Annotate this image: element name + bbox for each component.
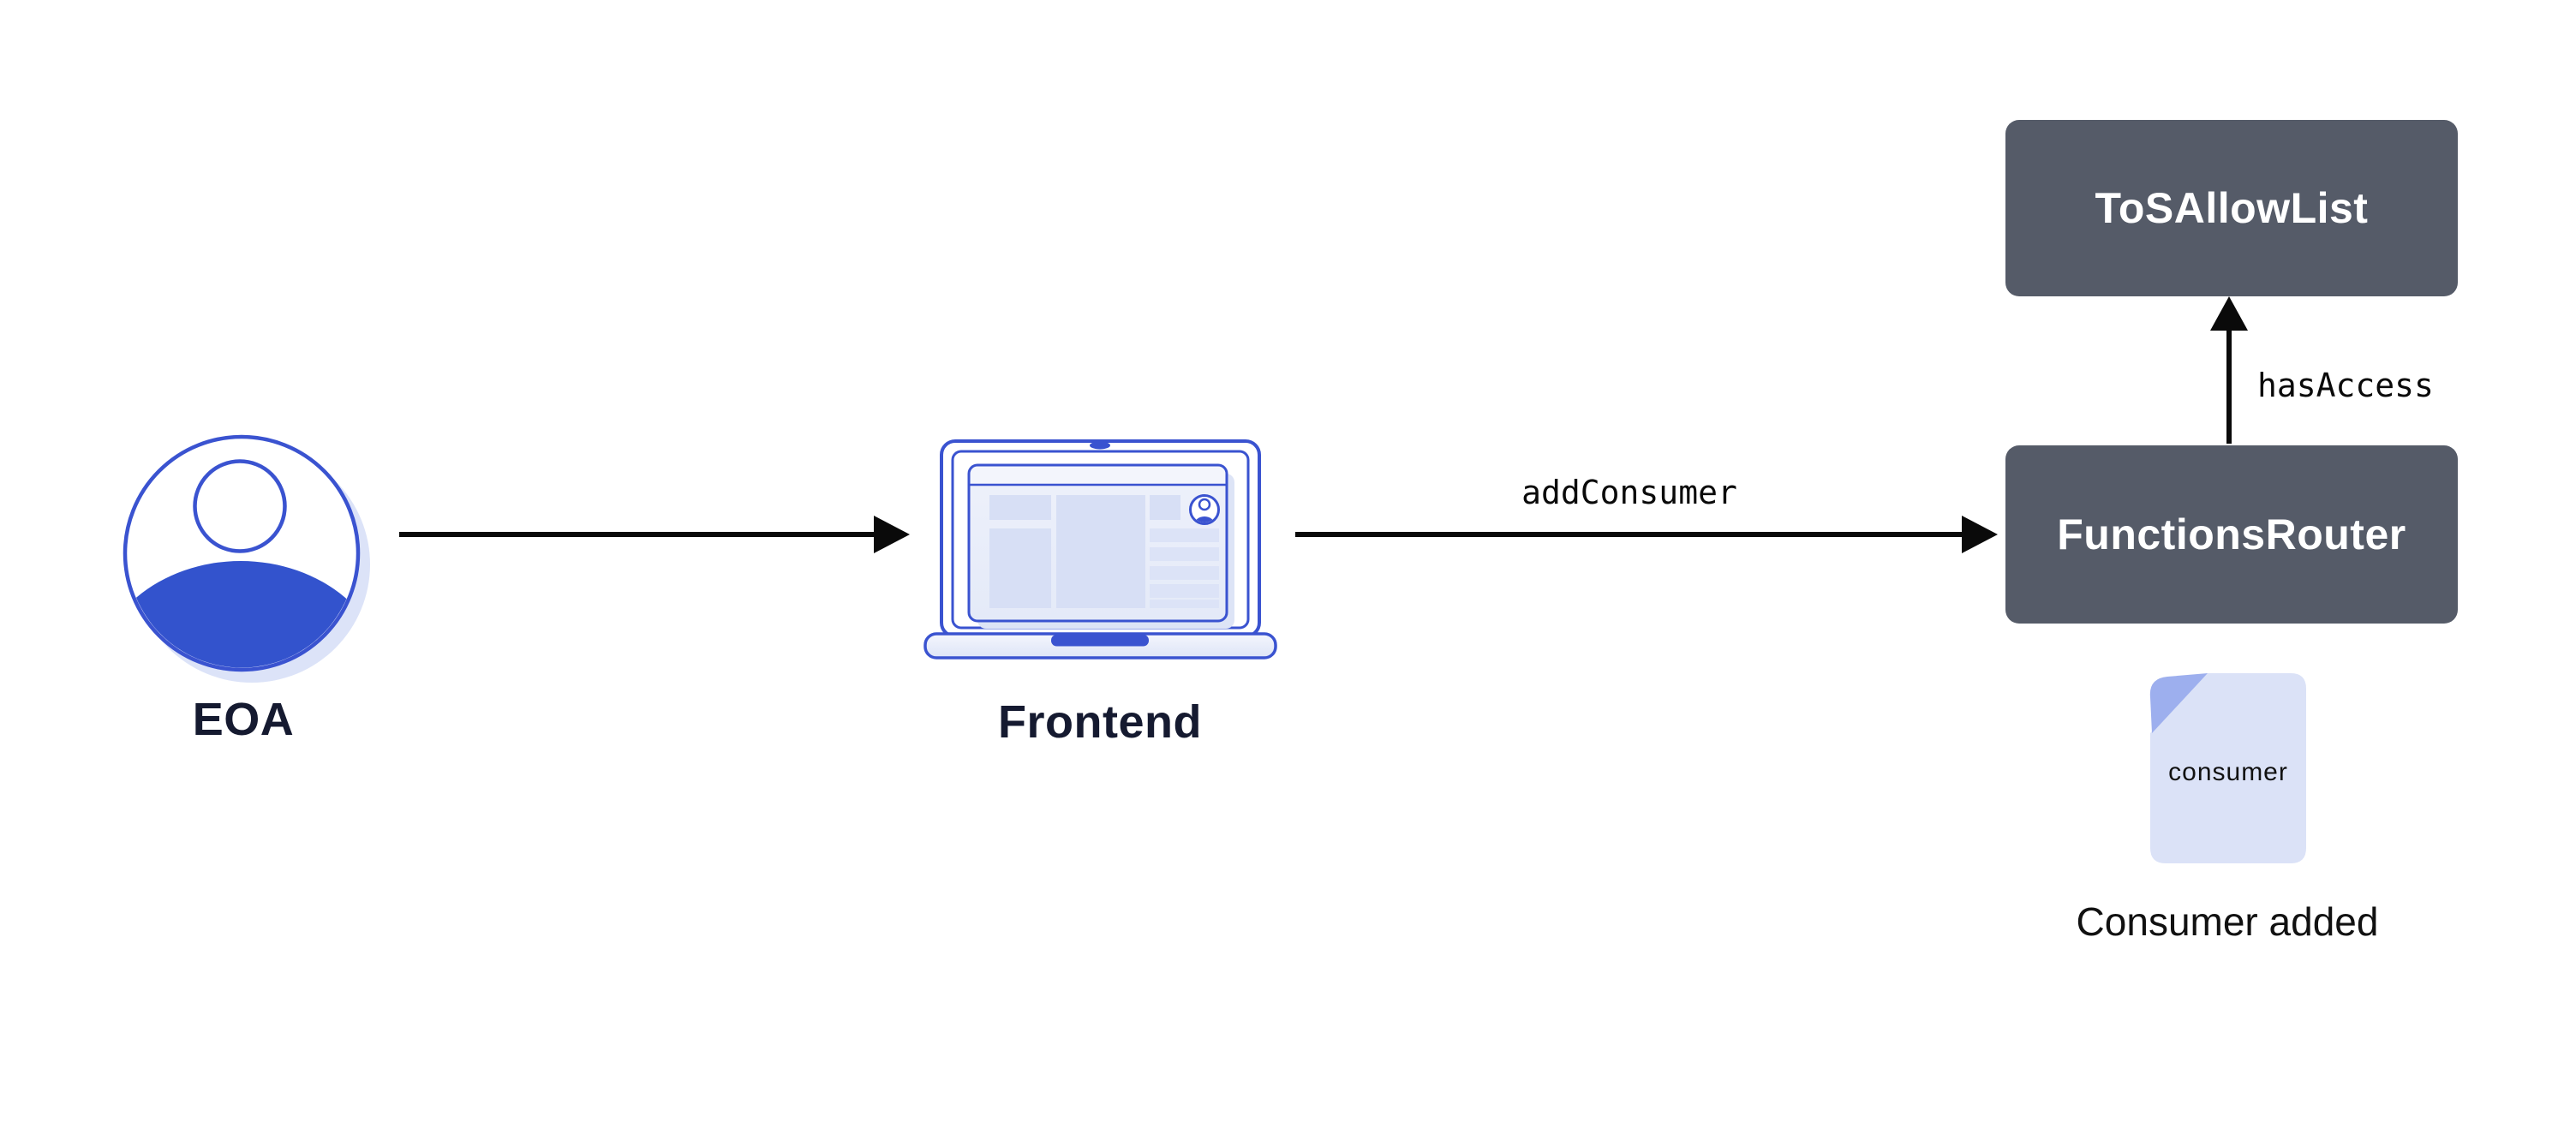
arrow-router-to-allowlist: [2210, 296, 2248, 444]
tos-allowlist-label: ToSAllowList: [2095, 184, 2369, 232]
eoa-label: EOA: [192, 694, 295, 745]
content-block: [1150, 495, 1180, 520]
avatar-body: [127, 561, 356, 668]
content-line: [1150, 566, 1219, 580]
document-icon: [2149, 673, 2306, 863]
content-line: [1150, 600, 1219, 608]
browser-border: [967, 463, 1228, 623]
frontend-label: Frontend: [998, 696, 1202, 748]
tos-allowlist-box: ToSAllowList: [2005, 120, 2458, 296]
addconsumer-edge-label: addConsumer: [1521, 474, 1737, 511]
hasaccess-edge-label: hasAccess: [2257, 367, 2434, 404]
content-line: [1150, 528, 1219, 542]
consumer-added-caption: Consumer added: [2076, 899, 2379, 944]
content-block: [1056, 495, 1145, 608]
content-block: [989, 528, 1051, 608]
consumer-file-label: consumer: [2168, 758, 2288, 786]
arrowhead-right-icon: [874, 516, 910, 553]
content-line: [1150, 584, 1219, 598]
avatar-head-ring: [193, 459, 287, 553]
document-fold: [2149, 673, 2208, 733]
arrowhead-up-icon: [2210, 296, 2248, 331]
mini-user-avatar-icon: [1189, 494, 1220, 525]
user-avatar-icon: [123, 434, 370, 683]
content-block: [989, 495, 1051, 520]
laptop-notch: [1051, 635, 1149, 647]
laptop-icon: [923, 439, 1277, 660]
functions-router-label: FunctionsRouter: [2057, 510, 2406, 558]
arrowhead-right-icon: [1962, 516, 1998, 553]
browser-header: [969, 465, 1227, 485]
content-line: [1150, 547, 1219, 561]
avatar-head-fill: [197, 463, 283, 549]
laptop-camera: [1090, 441, 1110, 450]
arrow-eoa-to-frontend: [399, 516, 910, 553]
document-page: [2150, 673, 2306, 863]
arrow-frontend-to-router: [1295, 516, 1998, 553]
functions-router-box: FunctionsRouter: [2005, 445, 2458, 624]
